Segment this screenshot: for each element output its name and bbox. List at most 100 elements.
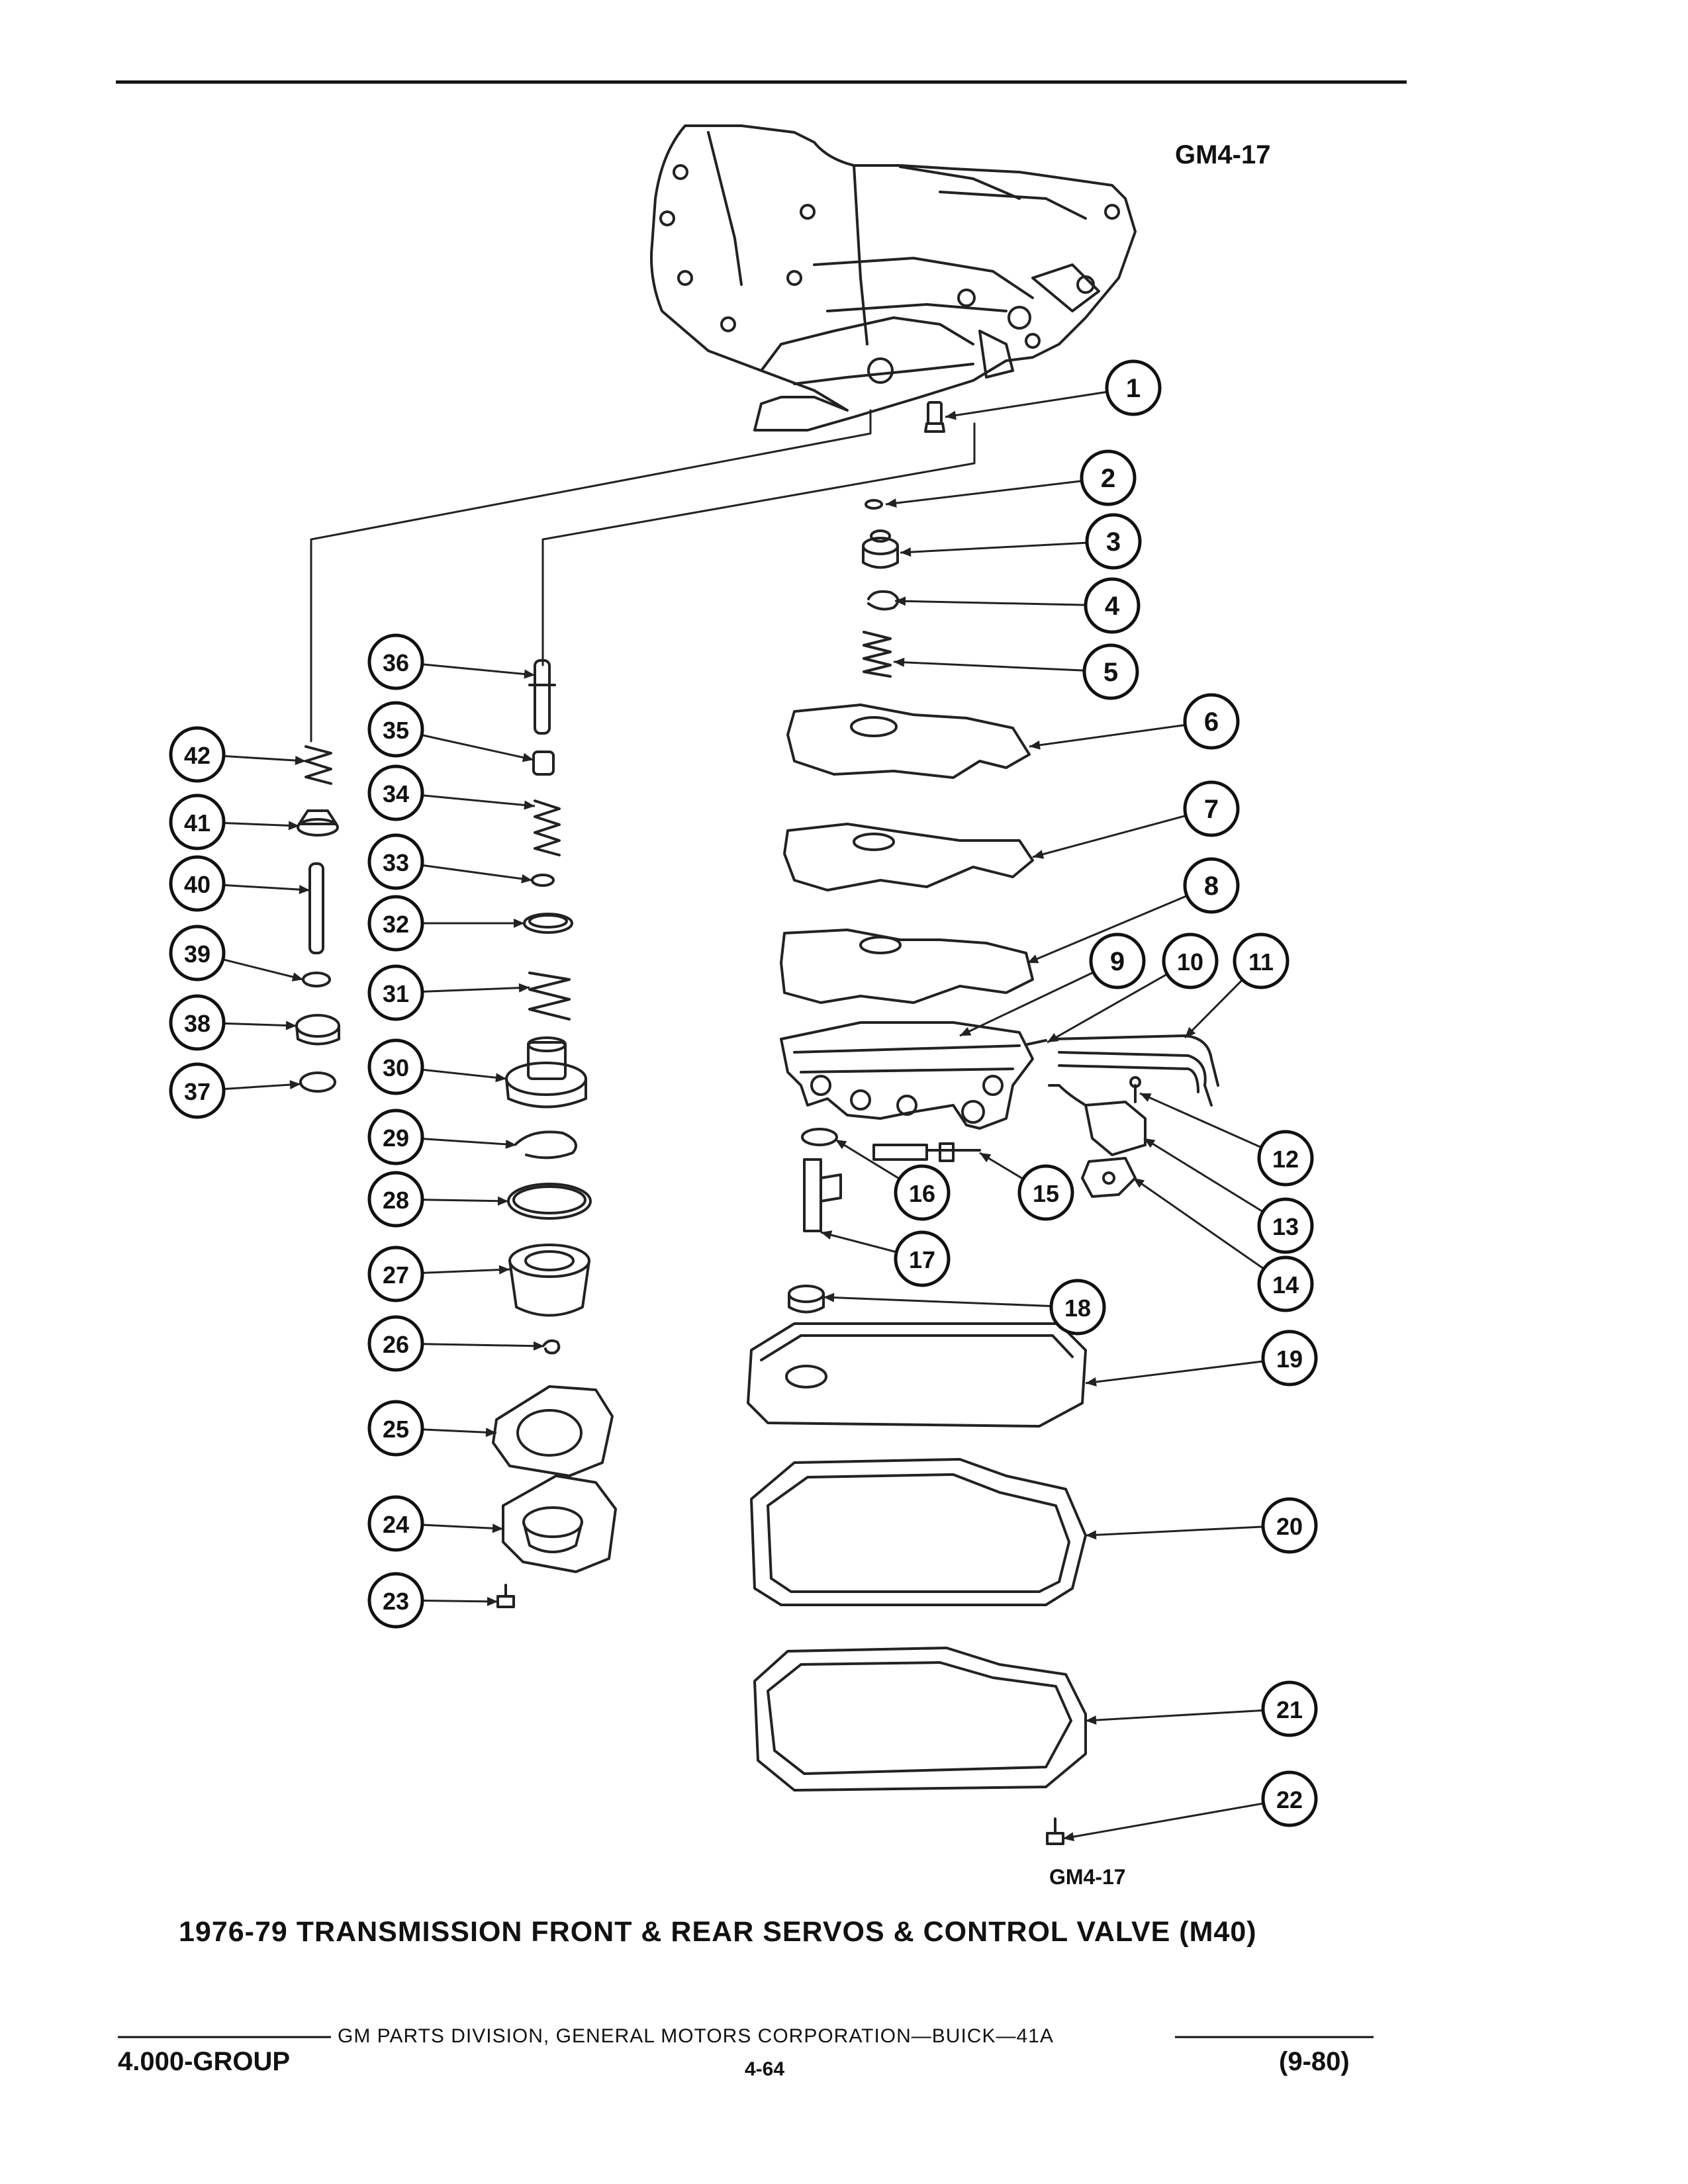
leader-arrowhead-42	[295, 756, 306, 766]
callout-number-29: 29	[383, 1124, 409, 1152]
callout-number-10: 10	[1177, 948, 1203, 976]
leader-arrowhead-7	[1033, 850, 1045, 859]
leader-line-35	[421, 734, 534, 761]
leader-line-27	[422, 1268, 510, 1274]
callout-circle-9	[1089, 933, 1146, 989]
leader-line-18	[823, 1296, 1052, 1307]
callout-30: 30	[367, 1038, 424, 1095]
callout-18: 18	[1049, 1279, 1106, 1336]
callout-31: 31	[367, 964, 424, 1021]
callout-number-22: 22	[1276, 1786, 1303, 1813]
callout-circle-15	[1017, 1164, 1074, 1221]
callout-number-21: 21	[1276, 1696, 1303, 1723]
leader-arrowhead-36	[524, 669, 535, 679]
callout-circle-36	[367, 633, 424, 690]
leader-line-10	[1047, 973, 1168, 1044]
callout-circle-41	[169, 794, 226, 850]
leader-arrowhead-1	[945, 410, 957, 420]
leader-arrowhead-11	[1185, 1026, 1196, 1038]
callout-number-18: 18	[1064, 1295, 1091, 1322]
callout-22: 22	[1261, 1770, 1318, 1827]
callout-39: 39	[169, 925, 226, 981]
figure-id-bottom: GM4-17	[1049, 1865, 1126, 1889]
leader-line-38	[223, 1022, 297, 1027]
leader-arrowhead-14	[1133, 1178, 1145, 1188]
callout-circle-1	[1105, 359, 1162, 416]
leader-arrowhead-23	[487, 1596, 498, 1606]
leader-arrowhead-5	[894, 657, 905, 667]
callout-circle-27	[367, 1246, 424, 1302]
callout-circle-26	[367, 1315, 424, 1372]
leader-arrowhead-32	[514, 919, 524, 928]
callout-circle-7	[1183, 780, 1240, 837]
callout-circle-28	[367, 1171, 424, 1228]
leader-line-3	[900, 541, 1088, 554]
callout-2: 2	[1080, 449, 1137, 506]
callout-number-27: 27	[383, 1261, 409, 1289]
leader-arrowhead-9	[960, 1026, 972, 1036]
callout-21: 21	[1261, 1680, 1318, 1737]
callout-26: 26	[367, 1315, 424, 1372]
leader-arrowhead-39	[291, 972, 303, 981]
callout-circle-12	[1257, 1130, 1314, 1187]
leader-line-8	[1027, 895, 1188, 964]
callout-number-42: 42	[184, 742, 211, 769]
callout-circle-19	[1261, 1330, 1318, 1387]
callout-number-3: 3	[1106, 527, 1121, 557]
callout-circle-34	[367, 764, 424, 821]
footer-group: 4.000-GROUP	[118, 2047, 291, 2076]
leader-line-40	[223, 884, 310, 891]
leader-line-25	[422, 1428, 497, 1434]
callout-number-26: 26	[383, 1331, 409, 1358]
leader-line-1	[945, 390, 1107, 418]
callout-23: 23	[367, 1572, 424, 1629]
callout-number-7: 7	[1204, 795, 1219, 824]
leader-arrowhead-16	[835, 1140, 847, 1150]
leader-line-2	[885, 480, 1082, 506]
callout-number-13: 13	[1272, 1213, 1299, 1240]
leader-arrowhead-8	[1027, 954, 1039, 964]
callout-circle-42	[169, 726, 226, 783]
callout-number-25: 25	[383, 1416, 409, 1443]
leader-line-41	[223, 822, 300, 827]
callout-number-16: 16	[909, 1180, 935, 1207]
callout-number-24: 24	[383, 1511, 409, 1538]
leader-line-9	[959, 971, 1094, 1037]
leader-line-30	[422, 1068, 507, 1080]
leader-arrowhead-17	[821, 1230, 833, 1240]
leader-arrowhead-35	[522, 752, 534, 762]
callout-circle-5	[1082, 643, 1139, 700]
callout-36: 36	[367, 633, 424, 690]
leader-line-14	[1133, 1177, 1265, 1270]
callout-circle-40	[169, 855, 226, 912]
callout-20: 20	[1261, 1497, 1318, 1554]
callout-19: 19	[1261, 1330, 1318, 1387]
callout-27: 27	[367, 1246, 424, 1302]
leader-arrowhead-22	[1063, 1832, 1074, 1842]
leader-line-4	[894, 600, 1086, 606]
callout-33: 33	[367, 833, 424, 890]
callout-circle-33	[367, 833, 424, 890]
callout-number-1: 1	[1126, 374, 1141, 403]
leader-line-12	[1139, 1092, 1262, 1149]
leader-line-21	[1085, 1709, 1264, 1722]
callout-circle-35	[367, 701, 424, 758]
callout-17: 17	[894, 1230, 951, 1287]
callout-number-17: 17	[909, 1246, 935, 1273]
callout-37: 37	[169, 1062, 226, 1119]
callout-42: 42	[169, 726, 226, 783]
callout-circle-39	[169, 925, 226, 981]
callout-8: 8	[1183, 857, 1240, 914]
callout-41: 41	[169, 794, 226, 850]
callout-24: 24	[367, 1495, 424, 1552]
callout-number-41: 41	[184, 809, 211, 837]
leader-arrowhead-25	[485, 1428, 496, 1437]
callout-29: 29	[367, 1109, 424, 1165]
callout-circle-24	[367, 1495, 424, 1552]
callout-number-6: 6	[1204, 707, 1219, 737]
leader-arrowhead-13	[1144, 1138, 1156, 1148]
diagram-title: 1976-79 TRANSMISSION FRONT & REAR SERVOS…	[179, 1916, 1257, 1948]
callout-number-32: 32	[383, 911, 409, 938]
leader-line-7	[1032, 814, 1186, 858]
